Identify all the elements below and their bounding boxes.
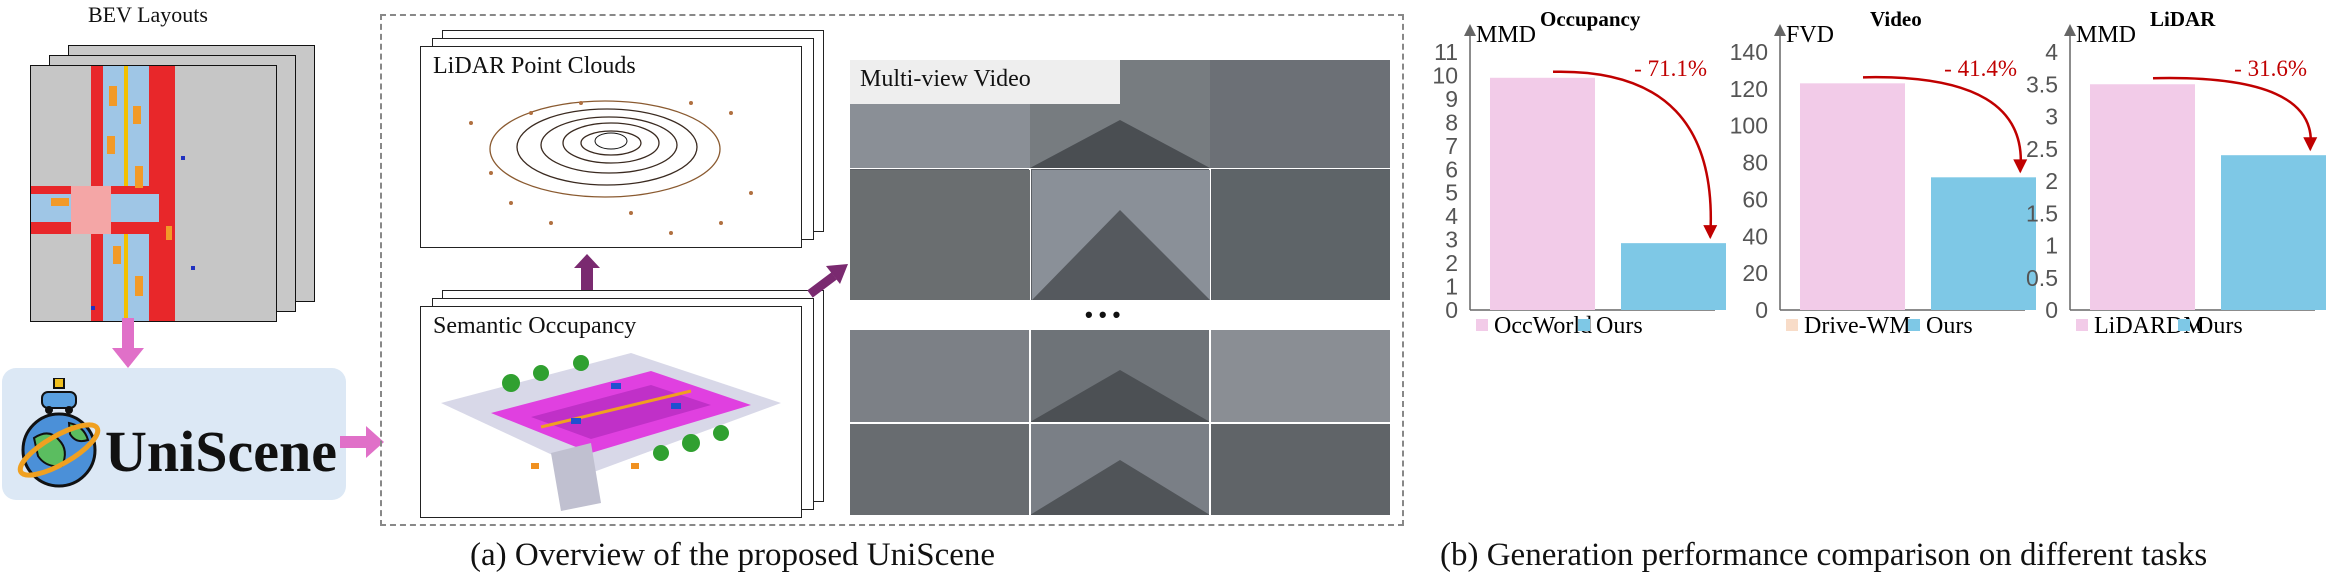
- lidar-y-unit: MMD: [2076, 22, 2136, 48]
- video-ours-bar: [1931, 177, 2036, 310]
- lidar-chart-title: LiDAR: [2150, 7, 2216, 31]
- occupancy-title: Semantic Occupancy: [433, 313, 637, 339]
- occupancy-chart-title: Occupancy: [1540, 7, 1641, 31]
- lidar-y-tick: 0: [2045, 297, 2058, 323]
- occupancy-y-unit: MMD: [1476, 22, 1536, 48]
- occupancy-y-tick: 1: [1445, 274, 1458, 300]
- occupancy-y-tick: 3: [1445, 227, 1458, 253]
- occupancy-y-tick: 0: [1445, 297, 1458, 323]
- video-chart-title: Video: [1870, 7, 1922, 31]
- video-legend-swatch: [1786, 319, 1798, 331]
- lidar-baseline-bar: [2090, 84, 2195, 310]
- video-y-tick: 20: [1742, 260, 1768, 286]
- occupancy-baseline-bar: [1490, 77, 1595, 310]
- uniscene-to-outputs-arrow: [340, 426, 384, 458]
- lidar-legend-swatch: [2076, 319, 2088, 331]
- occupancy-ours-bar: [1621, 243, 1726, 310]
- bev-layout-stack: [30, 45, 315, 322]
- lidar-y-axis-arrowhead: [2064, 24, 2076, 36]
- occupancy-improvement-label: - 71.1%: [1634, 56, 1707, 81]
- lidar-y-tick: 3.5: [2026, 71, 2058, 97]
- bev-layouts-title: BEV Layouts: [88, 2, 208, 27]
- lidar-y-tick: 2.5: [2026, 136, 2058, 162]
- occupancy-to-video-arrow: [807, 264, 848, 298]
- lidar-point-clouds-card: LiDAR Point Clouds: [420, 46, 802, 248]
- occupancy-y-tick: 11: [1434, 39, 1458, 65]
- video-reduction-arrowhead: [2013, 159, 2028, 174]
- occupancy-y-tick: 5: [1445, 180, 1458, 206]
- globe-car-icon: [17, 378, 101, 488]
- video-reduction-arrow: [1862, 75, 2023, 172]
- bev-to-uniscene-arrow: [112, 318, 144, 368]
- video-frames-bottom-graphic: [850, 330, 1390, 515]
- occupancy-y-tick: 10: [1432, 62, 1458, 88]
- video-y-axis-arrowhead: [1774, 24, 1786, 36]
- outputs-frame: [380, 14, 1404, 526]
- lidar-reduction-arrowhead: [2303, 137, 2318, 152]
- occupancy-y-tick: 6: [1445, 156, 1458, 182]
- occupancy-legend-label: Ours: [1596, 313, 1643, 339]
- lidar-y-tick: 2: [2045, 168, 2058, 194]
- occupancy-y-axis-arrowhead: [1464, 24, 1476, 36]
- occupancy-to-lidar-arrow: [574, 254, 600, 291]
- video-legend-label: Ours: [1926, 313, 1973, 339]
- comparison-caption: (b) Generation performance comparison on…: [1440, 537, 2208, 573]
- video-ellipsis: • • •: [1085, 302, 1121, 327]
- occupancy-y-tick: 9: [1445, 86, 1458, 112]
- lidar-title: LiDAR Point Clouds: [433, 53, 636, 79]
- lidar-y-tick: 1: [2045, 233, 2058, 259]
- multi-view-video-top: Multi-view Video: [850, 60, 1390, 300]
- lidar-y-tick: 4: [2045, 39, 2058, 65]
- lidar-y-tick: 1.5: [2026, 200, 2058, 226]
- lidar-y-tick: 0.5: [2026, 265, 2058, 291]
- video-y-unit: FVD: [1786, 22, 1834, 48]
- video-y-tick: 120: [1730, 76, 1768, 102]
- video-y-tick: 100: [1730, 113, 1768, 139]
- video-y-tick: 0: [1755, 297, 1768, 323]
- occupancy-y-tick: 2: [1445, 250, 1458, 276]
- video-legend-swatch: [1908, 319, 1920, 331]
- video-frames-top-graphic: [850, 60, 1390, 300]
- uniscene-logo-text: UniScene: [105, 419, 337, 484]
- occupancy-legend-label: OccWorld: [1494, 313, 1592, 339]
- occupancy-reduction-arrowhead: [1703, 225, 1718, 240]
- occupancy-y-tick: 7: [1445, 133, 1458, 159]
- video-y-tick: 60: [1742, 186, 1768, 212]
- video-y-tick: 40: [1742, 223, 1768, 249]
- bev-layout-map: [30, 65, 277, 322]
- semantic-occupancy-card: Semantic Occupancy: [420, 306, 802, 518]
- lidar-improvement-label: - 31.6%: [2234, 56, 2307, 81]
- video-legend-label: Drive-WM: [1804, 313, 1911, 339]
- occupancy-legend-swatch: [1578, 319, 1590, 331]
- video-y-tick: 140: [1730, 39, 1768, 65]
- lidar-legend-swatch: [2178, 319, 2190, 331]
- lidar-reduction-arrow: [2152, 76, 2313, 150]
- lidar-point-cloud-graphic: [469, 100, 753, 235]
- video-title: Multi-view Video: [860, 66, 1031, 92]
- occupancy-y-tick: 8: [1445, 109, 1458, 135]
- occupancy-y-tick: 4: [1445, 203, 1458, 229]
- video-improvement-label: - 41.4%: [1944, 56, 2017, 81]
- video-baseline-bar: [1800, 83, 1905, 310]
- bev-map-graphic: [31, 66, 276, 321]
- lidar-y-tick: 3: [2045, 104, 2058, 130]
- video-y-tick: 80: [1742, 150, 1768, 176]
- occupancy-reduction-arrow: [1552, 70, 1713, 238]
- lidar-ours-bar: [2221, 155, 2326, 310]
- lidar-legend-label: Ours: [2196, 313, 2243, 339]
- multi-view-video-bottom: [850, 330, 1390, 515]
- occupancy-legend-swatch: [1476, 319, 1488, 331]
- occupancy-voxel-graphic: [441, 353, 781, 511]
- overview-caption: (a) Overview of the proposed UniScene: [470, 537, 996, 573]
